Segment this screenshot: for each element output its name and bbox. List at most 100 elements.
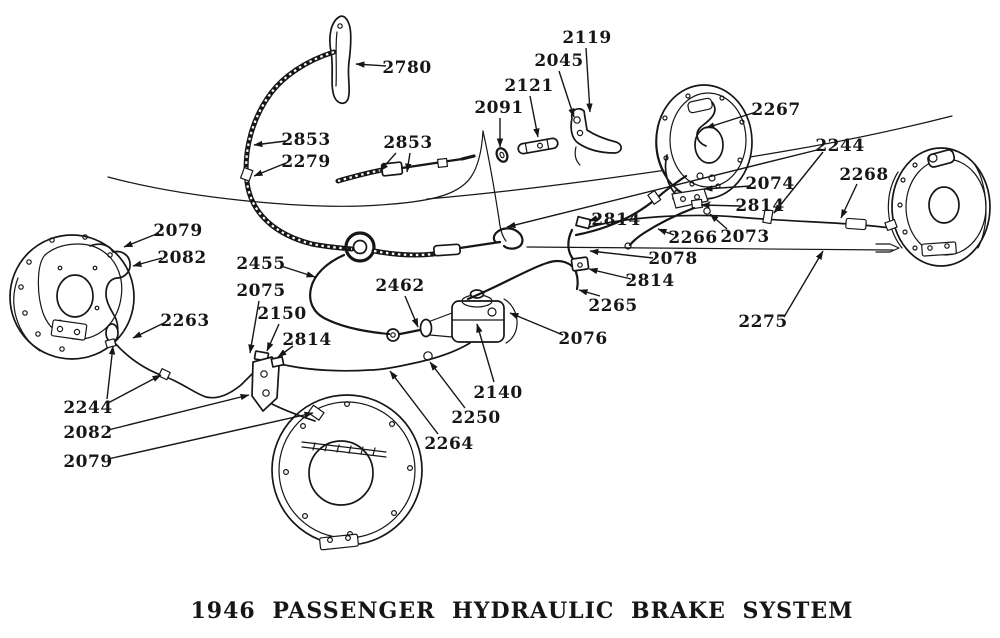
part-label-2079: 2079 xyxy=(153,221,202,241)
bracket-clip xyxy=(270,355,285,368)
wheel-cylinder-tube xyxy=(89,243,131,342)
wheel-cylinder xyxy=(687,97,713,114)
brake-shoe xyxy=(974,164,987,249)
leader-line-2455 xyxy=(280,265,316,278)
rear-right-brake-assembly xyxy=(884,147,991,267)
part-label-2045: 2045 xyxy=(534,51,583,71)
front-parking-cable xyxy=(239,49,524,263)
leader-line-2266 xyxy=(657,228,675,236)
leader-line-2268 xyxy=(840,183,858,219)
drum-tube xyxy=(271,403,316,422)
leader-line-2250 xyxy=(429,361,466,409)
cable-clip xyxy=(762,208,774,225)
leader-line-2079 xyxy=(107,411,314,460)
leader-line-2045 xyxy=(558,70,575,118)
leader-line-2078 xyxy=(589,248,654,259)
leader-line-2244 xyxy=(106,345,116,400)
leader-line-2263 xyxy=(132,321,167,339)
leader-line-2076 xyxy=(509,312,564,336)
part-label-2140: 2140 xyxy=(473,383,522,403)
part-label-2082: 2082 xyxy=(63,423,112,443)
part-label-2279: 2279 xyxy=(281,152,330,172)
shoe-adjuster-spring xyxy=(301,441,387,458)
part-label-2263: 2263 xyxy=(160,311,209,331)
cable-adjuster xyxy=(380,161,404,177)
leader-line-2121 xyxy=(529,95,540,138)
part-label-2814: 2814 xyxy=(735,196,784,216)
part-label-2264: 2264 xyxy=(424,434,473,454)
tube-clip xyxy=(158,368,171,381)
part-label-2853: 2853 xyxy=(383,133,432,153)
leader-line-2780 xyxy=(355,61,387,68)
part-label-2079: 2079 xyxy=(63,452,112,472)
anchor-bracket xyxy=(921,241,957,257)
leader-line-2073 xyxy=(709,213,728,230)
leader-line-2150 xyxy=(266,323,280,352)
cable-entry-clamp xyxy=(884,218,898,232)
part-label-2150: 2150 xyxy=(257,304,306,324)
part-label-2244: 2244 xyxy=(815,136,864,156)
leader-line-2814 xyxy=(277,345,294,358)
cable-clip xyxy=(647,190,662,205)
leader-line-2244 xyxy=(773,151,824,214)
leader-line-2275 xyxy=(783,250,824,318)
part-label-2082: 2082 xyxy=(157,248,206,268)
tube-clip xyxy=(575,215,592,230)
leader-line-2082 xyxy=(132,257,163,267)
junction-bracket xyxy=(251,356,280,412)
equalizer-lever-part xyxy=(570,108,622,166)
leader-line-2244 xyxy=(506,148,822,229)
leader-line-2853 xyxy=(405,152,412,173)
part-label-2091: 2091 xyxy=(474,98,523,118)
leader-line-2853 xyxy=(253,140,287,148)
leader-line-2462 xyxy=(404,295,419,328)
part-label-2266: 2266 xyxy=(668,228,717,248)
part-label-2814: 2814 xyxy=(591,210,640,230)
leader-line-2244 xyxy=(107,374,162,404)
front-tube-2455 xyxy=(309,253,391,336)
callout-labels: 2780211920452121209128532853227922672244… xyxy=(63,28,888,472)
part-label-2244: 2244 xyxy=(63,398,112,418)
part-label-2455: 2455 xyxy=(236,254,285,274)
leader-line-2140 xyxy=(476,323,495,383)
part-label-2073: 2073 xyxy=(720,227,769,247)
rear-hose-2266 xyxy=(628,206,696,247)
part-label-2250: 2250 xyxy=(451,408,500,428)
cable-guide-grommet xyxy=(344,231,376,263)
pushrod-eye xyxy=(386,328,400,342)
front-left-backing-plate xyxy=(9,234,135,360)
part-label-2814: 2814 xyxy=(625,271,674,291)
part-label-2121: 2121 xyxy=(504,76,553,96)
cable-grommet-part xyxy=(495,147,509,163)
leader-line-2074 xyxy=(703,185,752,192)
rear-brake-line xyxy=(589,208,892,231)
diagram-title: 1946 PASSENGER HYDRAULIC BRAKE SYSTEM xyxy=(190,598,853,624)
boot xyxy=(419,318,433,338)
leader-line-2853 xyxy=(379,152,397,172)
brake-tubes xyxy=(259,174,688,372)
leader-line-2814 xyxy=(588,215,599,222)
support-bracket xyxy=(671,188,709,209)
part-label-2075: 2075 xyxy=(236,281,285,301)
part-label-2078: 2078 xyxy=(648,249,697,269)
intermediate-cable-assembly xyxy=(335,154,476,184)
part-label-2275: 2275 xyxy=(738,312,787,332)
leader-line-2814 xyxy=(588,267,632,280)
leader-line-2265 xyxy=(578,289,601,297)
part-label-2119: 2119 xyxy=(562,28,611,48)
clevis-sleeve-part xyxy=(517,137,559,155)
hose-clamp xyxy=(104,338,117,349)
rear-left-backing-plate xyxy=(655,84,753,204)
front-left-brake-drum xyxy=(271,394,423,551)
part-label-2462: 2462 xyxy=(375,276,424,296)
leader-line-2082 xyxy=(107,393,250,431)
cable-conduit-ferrule xyxy=(845,217,867,231)
hose-fitting xyxy=(570,256,590,272)
cable-clamp xyxy=(239,167,254,182)
leader-line-2079 xyxy=(123,232,160,248)
part-label-2265: 2265 xyxy=(588,296,637,316)
leader-line-2814 xyxy=(700,202,742,209)
leader-line-2267 xyxy=(705,111,757,129)
